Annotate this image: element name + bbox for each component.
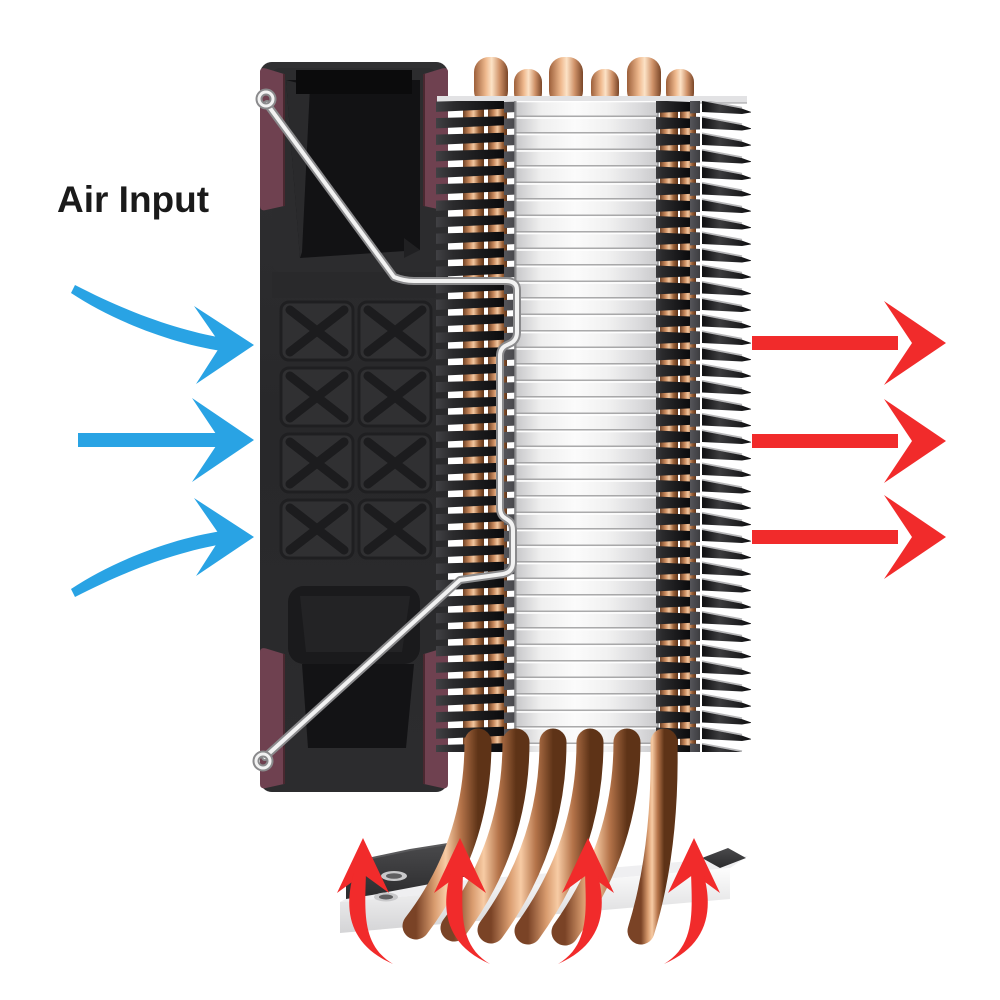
clip-wire-loop <box>254 752 272 770</box>
heat-pipe-tip <box>549 57 583 106</box>
heat-pipe <box>551 728 641 946</box>
right-fin-stack <box>656 101 700 752</box>
heat-rise-arrow <box>434 838 490 964</box>
grill-x-cell <box>357 432 433 494</box>
right-fin-edges <box>699 101 751 752</box>
air-input-label: Air Input <box>57 179 209 220</box>
heatsink <box>436 57 751 752</box>
heat-pipe <box>477 728 567 944</box>
heat-rise-arrow <box>558 838 614 964</box>
fan-pad-edges <box>283 74 425 784</box>
grill-x-cell <box>357 300 433 362</box>
air-input-arrow-straight <box>78 398 254 482</box>
air-output-arrow <box>752 301 946 385</box>
air-input-arrow-curved-top <box>71 285 254 384</box>
heat-rise-arrows <box>337 838 720 964</box>
left-fin-column <box>436 101 518 752</box>
fan-mid-strip <box>272 272 436 298</box>
heat-pipe <box>402 728 492 940</box>
mount-bracket-right <box>702 848 746 868</box>
front-fin-face <box>514 101 659 752</box>
clip-wire-loop <box>257 90 275 108</box>
heat-pipe-tip <box>474 57 508 106</box>
fan <box>260 62 448 792</box>
heat-pipes <box>402 728 678 946</box>
screw-hole-inner <box>386 873 402 879</box>
heat-rise-arrow <box>664 838 720 964</box>
air-input-arrows <box>71 285 254 597</box>
grill-x-cell <box>357 498 433 560</box>
right-fin-column <box>656 101 700 752</box>
air-output-arrow <box>752 495 946 579</box>
heat-rise-arrow <box>337 838 393 964</box>
air-output-arrow <box>752 399 946 483</box>
grill-x-cell <box>279 366 355 428</box>
heatsink-top-edge <box>437 96 747 103</box>
grill-x-cell <box>279 300 355 362</box>
screw-hole-inner <box>379 894 393 900</box>
fan-side-grill <box>279 300 433 560</box>
heat-pipe <box>627 728 678 945</box>
fan-clip-wire <box>252 88 521 772</box>
fan-bottom-recess <box>288 586 420 748</box>
grill-x-cell <box>279 432 355 494</box>
heat-pipe-tip <box>627 57 661 106</box>
fan-top-opening <box>272 68 436 272</box>
heat-pipe <box>440 728 530 942</box>
air-output-arrows <box>752 301 946 579</box>
left-fin-stack <box>436 101 518 752</box>
air-input-arrow-curved-bottom <box>71 498 254 597</box>
grill-x-cell <box>279 498 355 560</box>
grill-x-cell <box>357 366 433 428</box>
heat-pipe <box>514 728 604 945</box>
